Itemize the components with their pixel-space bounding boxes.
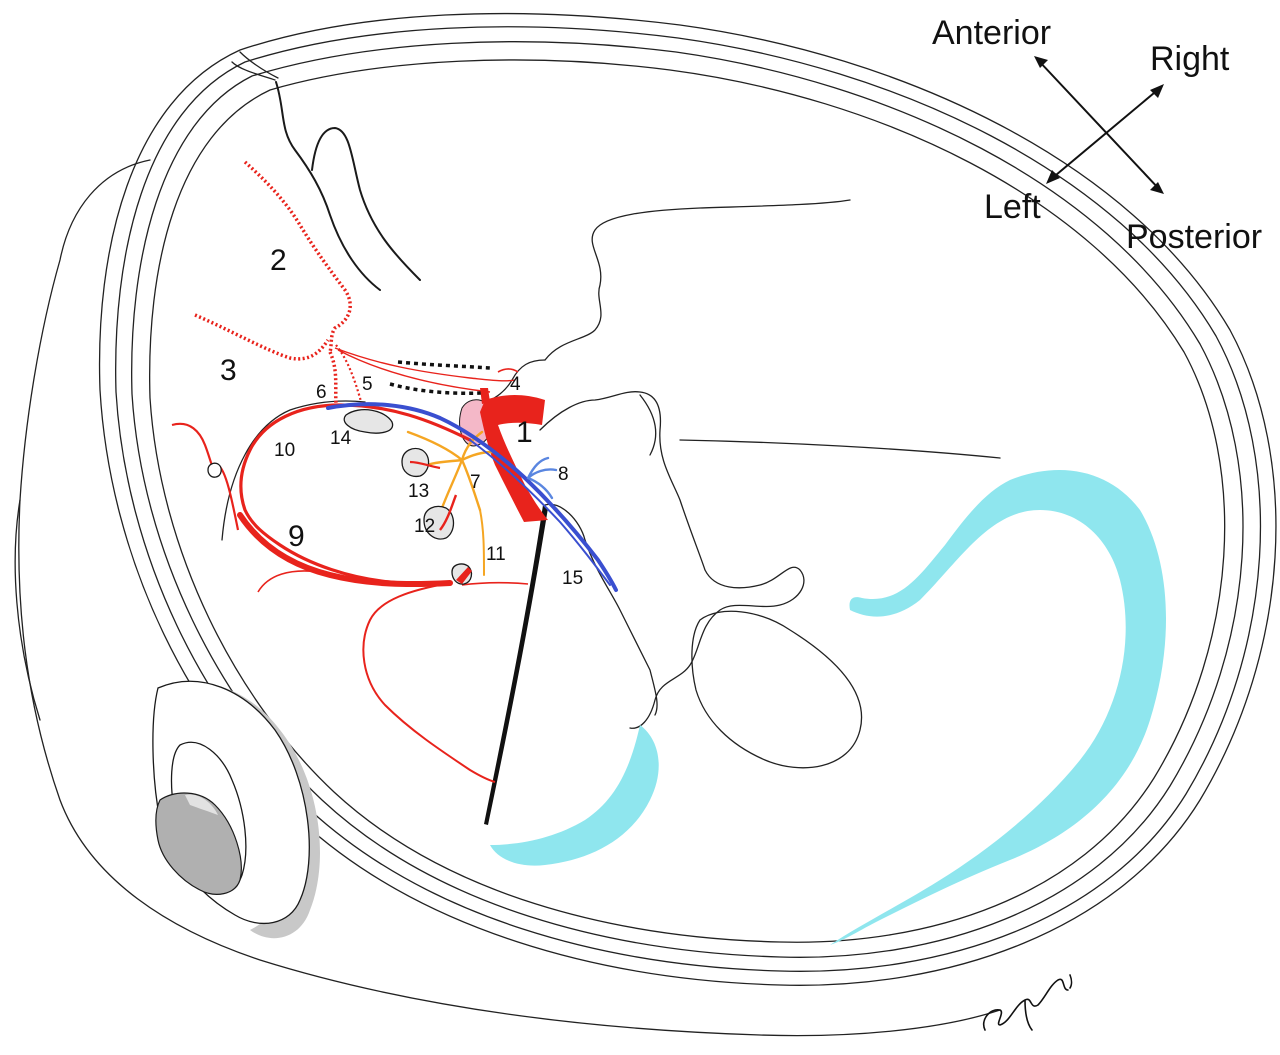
label-13: 13 [408,481,429,502]
occipital-outline [639,394,657,456]
perforator-11 [479,509,485,576]
brain-outline [149,59,1226,943]
artery-9-posterior-branch [257,570,529,593]
artery-branch-13 [409,460,441,470]
compass-label-left: Left [984,188,1041,226]
structure-14 [343,409,394,434]
arrow-head-posterior [1150,182,1164,194]
structure-circle-small [207,462,222,478]
label-5: 5 [362,374,373,395]
artery-dotted-5 [335,344,364,406]
artery-branch-12 [439,494,458,531]
artist-signature [982,974,1073,1031]
label-6: 6 [316,382,327,403]
dotted-line-lower [389,382,483,395]
structure-12 [423,505,455,540]
head-outline [18,159,1001,1037]
artery-1-stem [480,388,490,404]
skull-middle-ring [115,26,1262,972]
artery-dotted-6 [328,351,338,406]
skull-outer-ring [98,12,1277,986]
artery-1-main [480,395,548,522]
label-10: 10 [274,440,295,461]
artery-9-main [237,512,453,588]
compass-arrow-left-right [1049,87,1161,181]
label-8: 8 [558,464,569,485]
posterior-fossa-outline [544,503,658,716]
label-2: 2 [270,244,287,277]
label-9: 9 [288,520,305,553]
arrow-head-anterior [1034,56,1048,68]
head-outline-back [14,499,41,721]
perforators-7 [406,430,494,512]
arrow-head-right [1150,84,1164,98]
artery-4-thin [497,368,519,373]
label-12: 12 [414,516,435,537]
tentorium-line [679,439,1001,459]
brainstem-oval [691,610,863,769]
ear-canal [155,792,242,895]
artery-9-upper-left [217,464,240,531]
interhemispheric-fissure [275,81,381,291]
sylvian-line [484,505,548,825]
artery-9-lower-branch [362,582,496,783]
midline-structure-outline [544,199,851,361]
skull-inner-ring [131,41,1244,958]
suture-line-2 [239,51,279,79]
arrow-head-left [1046,170,1060,184]
label-11: 11 [486,544,506,565]
label-4: 4 [510,374,521,395]
compass-label-anterior: Anterior [932,14,1051,52]
artery-stub-11 [456,567,472,584]
suture-line [231,61,276,81]
central-structure-outline [539,391,805,729]
compass-label-right: Right [1150,40,1230,78]
frontal-gyrus-outline [311,127,421,281]
compass-label-posterior: Posterior [1126,218,1262,256]
label-14: 14 [330,428,352,449]
vein-15 [326,402,618,592]
ear-canal-inner [185,794,218,815]
vein-8 [526,456,558,500]
artery-dotted-2 [243,160,352,353]
label-1: 1 [516,416,533,449]
artery-9-upper-branch [171,422,216,473]
label-7: 7 [470,472,481,493]
lateral-ventricle-left [490,725,659,866]
compass-arrow-anterior-posterior [1037,59,1161,191]
artery-10 [239,403,472,586]
dotted-line-upper [397,360,491,370]
lateral-ventricle-right [830,470,1167,945]
artery-dotted-3 [194,313,330,361]
vein-15-lower [469,439,611,586]
label-15: 15 [562,568,583,589]
artery-thin-branch-top [334,347,516,393]
label-3: 3 [220,354,237,387]
